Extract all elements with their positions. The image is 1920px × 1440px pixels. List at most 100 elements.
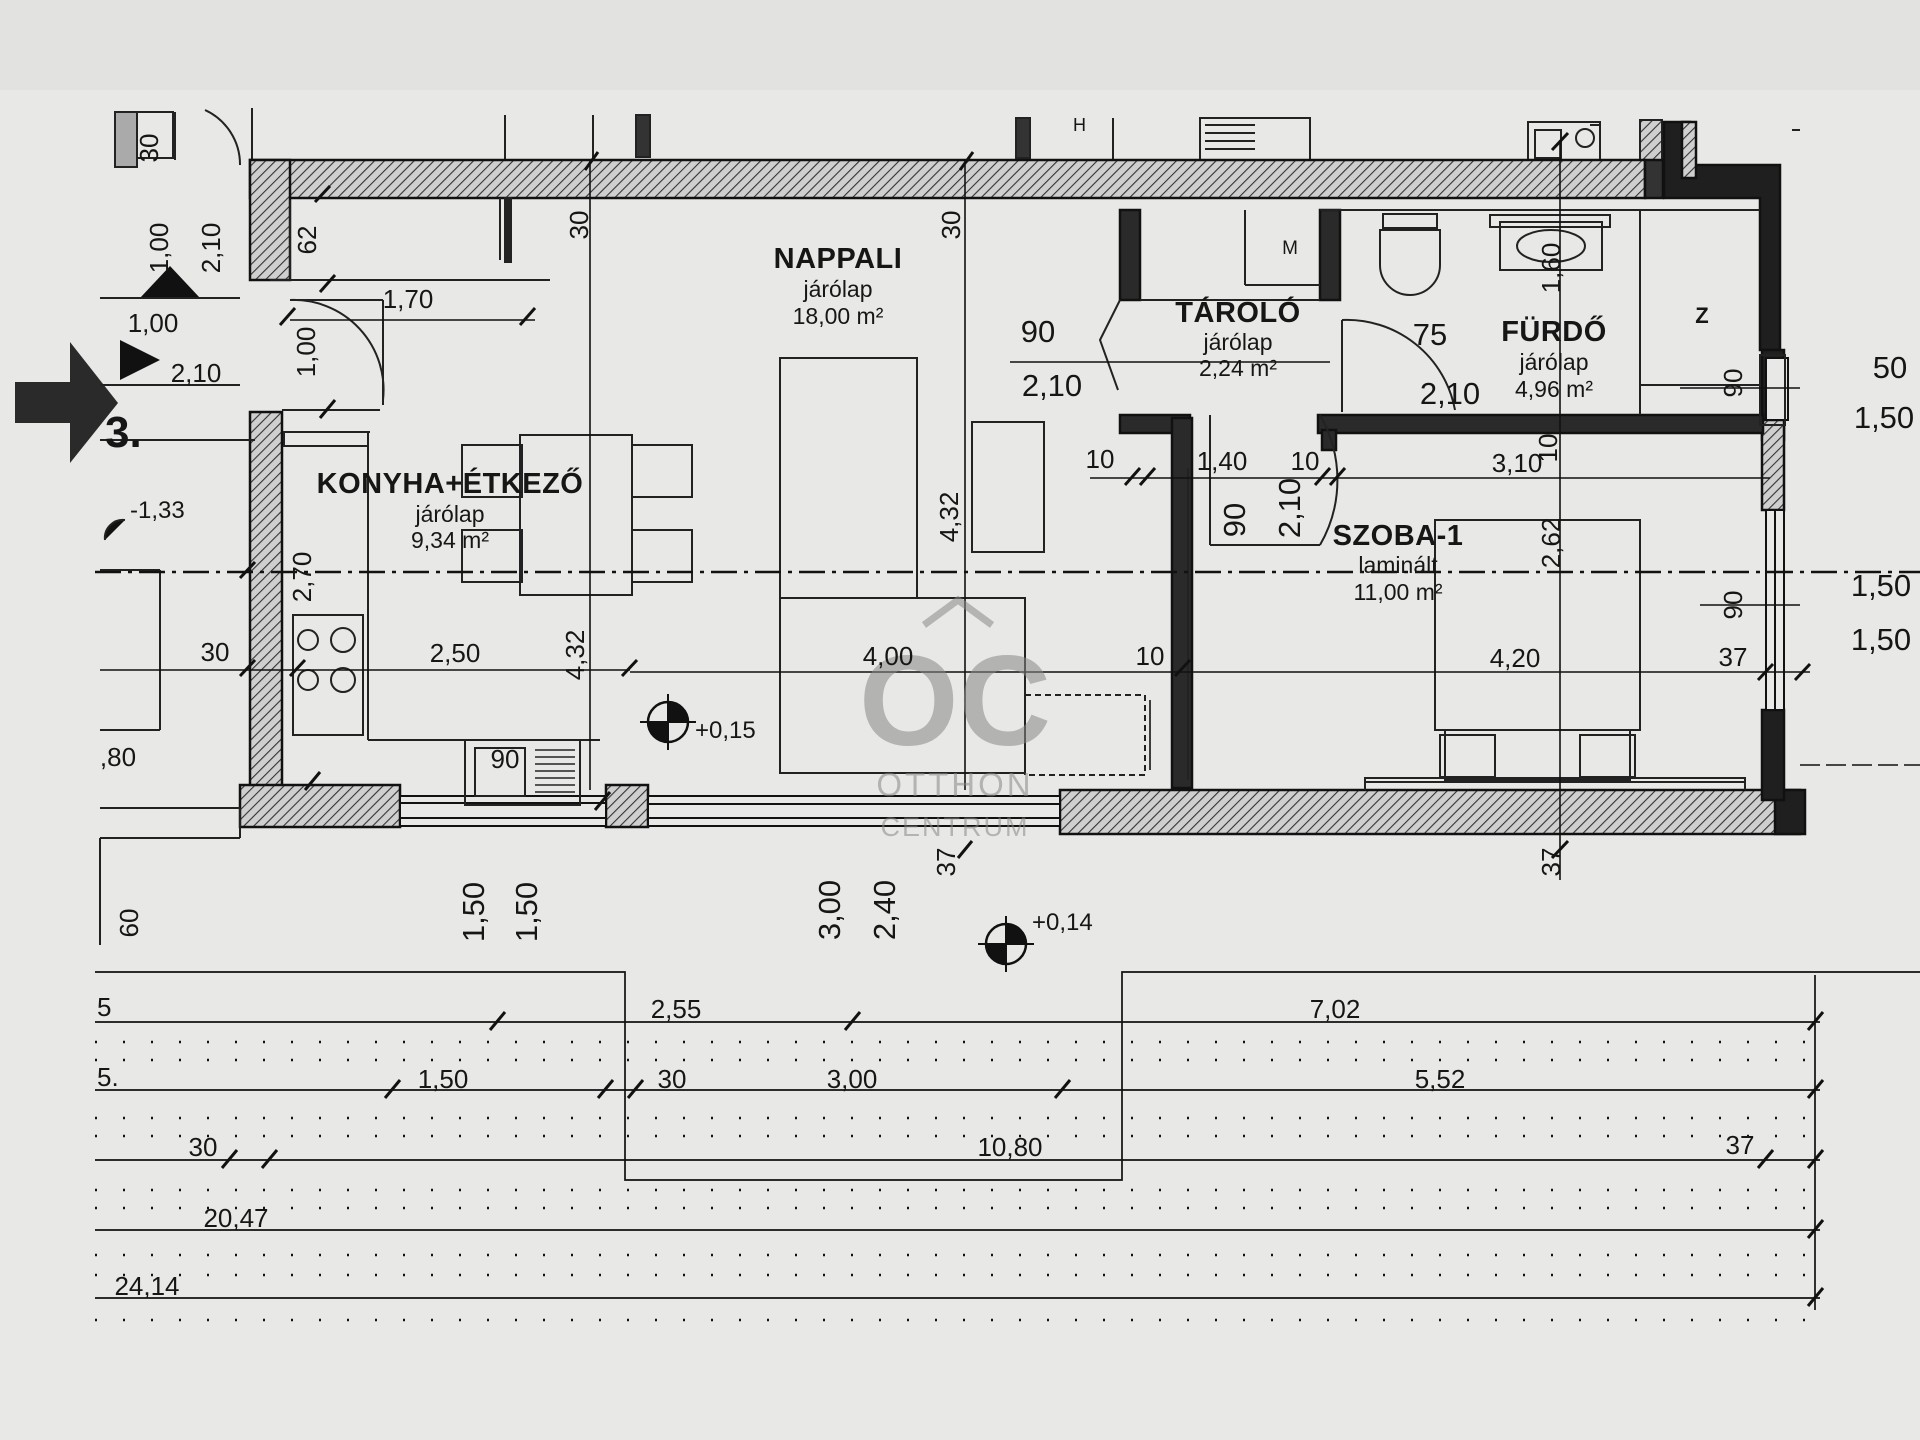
dim-t-10: 10: [1086, 444, 1115, 474]
dim-s-10: 10: [1533, 434, 1563, 463]
room-furdo: FÜRDŐ járólap 4,96 m²: [1501, 314, 1607, 402]
dim-door-210: 2,10: [1022, 368, 1082, 403]
dim-n-432: 4,32: [934, 492, 964, 543]
watermark-line1: OTTHON: [876, 766, 1033, 803]
dim-w-240: 2,40: [867, 880, 902, 940]
room-tarolo: TÁROLÓ járólap 2,24 m²: [1175, 295, 1300, 381]
room-nappali: NAPPALI járólap 18,00 m²: [774, 243, 903, 329]
dim-f-160: 1,60: [1536, 243, 1566, 294]
dim-c3-1080: 10,80: [977, 1132, 1042, 1162]
dim-c2-5: 5.: [97, 1062, 119, 1092]
dim-c4-2047: 20,47: [203, 1203, 268, 1233]
room-area-szoba: 11,00 m²: [1353, 579, 1442, 605]
dim-k-100: 1,00: [291, 327, 321, 378]
dim-top-30-a: 30: [134, 134, 164, 163]
dim-k-60: 60: [114, 909, 144, 938]
dimension-texts: 1,00 2,10 1,70 30 2,50 90 ,80 4,00 10 90…: [97, 284, 1914, 1301]
dim-r-150-b: 1,50: [1851, 568, 1911, 603]
room-name-tarolo: TÁROLÓ: [1175, 295, 1300, 329]
elevation-marker-living: [640, 694, 696, 750]
room-name-konyha: KONYHA+ÉTKEZŐ: [317, 466, 584, 500]
dim-c2-552: 5,52: [1415, 1064, 1466, 1094]
room-konyha: KONYHA+ÉTKEZŐ járólap 9,34 m²: [317, 466, 584, 553]
fixture-label-z: Z: [1695, 303, 1708, 328]
dim-left-100-b: 1,00: [144, 223, 174, 274]
elevation-marker-outside: [978, 916, 1034, 972]
dim-door-90: 90: [1021, 314, 1055, 349]
dim-door-210-b: 2,10: [1420, 376, 1480, 411]
dim-r-150: 1,50: [1854, 400, 1914, 435]
dim-s-262: 2,62: [1536, 518, 1566, 569]
room-name-szoba: SZOBA-1: [1333, 520, 1464, 552]
dim-door-75: 75: [1413, 317, 1447, 352]
tick-marks: [220, 131, 1825, 1307]
dim-c1-702: 7,02: [1310, 994, 1361, 1024]
dim-k-90: 90: [491, 744, 520, 774]
room-area-tarolo: 2,24 m²: [1199, 355, 1277, 381]
room-floor-konyha: járólap: [414, 501, 484, 527]
room-floor-furdo: járólap: [1518, 349, 1588, 375]
dim-t-10-b: 10: [1291, 446, 1320, 476]
dim-t-210: 2,10: [1272, 478, 1307, 538]
dim-c2-150: 1,50: [418, 1064, 469, 1094]
dim-k-30: 30: [201, 637, 230, 667]
dim-top-62: 62: [292, 226, 322, 255]
dim-s-90: 90: [1718, 591, 1748, 620]
dim-r-50: 50: [1873, 350, 1907, 385]
dim-s-420: 4,20: [1490, 643, 1541, 673]
dim-t-90: 90: [1217, 503, 1252, 537]
dimension-chains: [95, 971, 1920, 1322]
dim-n-10: 10: [1136, 641, 1165, 671]
dim-s-37-b: 37: [1536, 848, 1566, 877]
dim-k-250: 2,50: [430, 638, 481, 668]
elevation-living: +0,15: [695, 717, 756, 744]
elevation-kitchen-left: -1,33: [130, 497, 185, 524]
unit-number: 3.: [105, 408, 142, 457]
dim-t-140: 1,40: [1197, 446, 1248, 476]
outside-left: [15, 266, 255, 945]
room-floor-nappali: járólap: [802, 276, 872, 302]
watermark-line2: CENTRUM: [881, 812, 1030, 842]
dim-top-30-b: 30: [564, 211, 594, 240]
fixture-label-m: M: [1282, 238, 1298, 259]
room-area-furdo: 4,96 m²: [1515, 376, 1593, 402]
room-area-nappali: 18,00 m²: [793, 303, 884, 329]
watermark-logo: OC: [859, 630, 1051, 773]
dim-n-400: 4,00: [863, 641, 914, 671]
dim-w-300: 3,00: [812, 880, 847, 940]
dim-left-210-b: 2,10: [196, 223, 226, 274]
dim-c2-30: 30: [658, 1064, 687, 1094]
elevation-outside: +0,14: [1032, 909, 1093, 936]
dim-k-270: 2,70: [287, 552, 317, 603]
interior-lines: [270, 197, 1786, 806]
vertical-dimension-texts: 30 1,00 2,10 62 1,00 2,70 30 4,32 30 4,3…: [114, 134, 1748, 943]
room-floor-tarolo: járólap: [1202, 329, 1272, 355]
dim-s-310: 3,10: [1492, 448, 1543, 478]
room-name-nappali: NAPPALI: [774, 243, 903, 275]
dim-left-100: 1,00: [128, 308, 179, 338]
dim-c3-37: 37: [1726, 1130, 1755, 1160]
dim-w-150-a: 1,50: [456, 882, 491, 942]
fixture-label-h: H: [1073, 115, 1086, 135]
room-floor-szoba: laminált: [1358, 552, 1438, 578]
dim-c5-2414: 24,14: [114, 1271, 179, 1301]
dim-left-210: 2,10: [171, 358, 222, 388]
dim-k-80: ,80: [100, 742, 136, 772]
dim-c1-255: 2,55: [651, 994, 702, 1024]
dim-n-37: 37: [931, 848, 961, 877]
dim-k-432: 4,32: [560, 630, 590, 681]
dim-c1-5: 5: [97, 992, 111, 1022]
interior-dim-lines: [100, 140, 1920, 880]
dim-k-170: 1,70: [383, 284, 434, 314]
room-name-furdo: FÜRDŐ: [1501, 314, 1607, 348]
dim-f-90: 90: [1718, 369, 1748, 398]
dim-s-37: 37: [1719, 642, 1748, 672]
room-area-konyha: 9,34 m²: [411, 527, 489, 553]
dim-c2-300: 3,00: [827, 1064, 878, 1094]
top-neighbour-lines: [114, 108, 1800, 181]
dim-r-150-c: 1,50: [1851, 622, 1911, 657]
watermark: OC OTTHON CENTRUM: [859, 595, 1051, 842]
windows: [399, 357, 1789, 827]
